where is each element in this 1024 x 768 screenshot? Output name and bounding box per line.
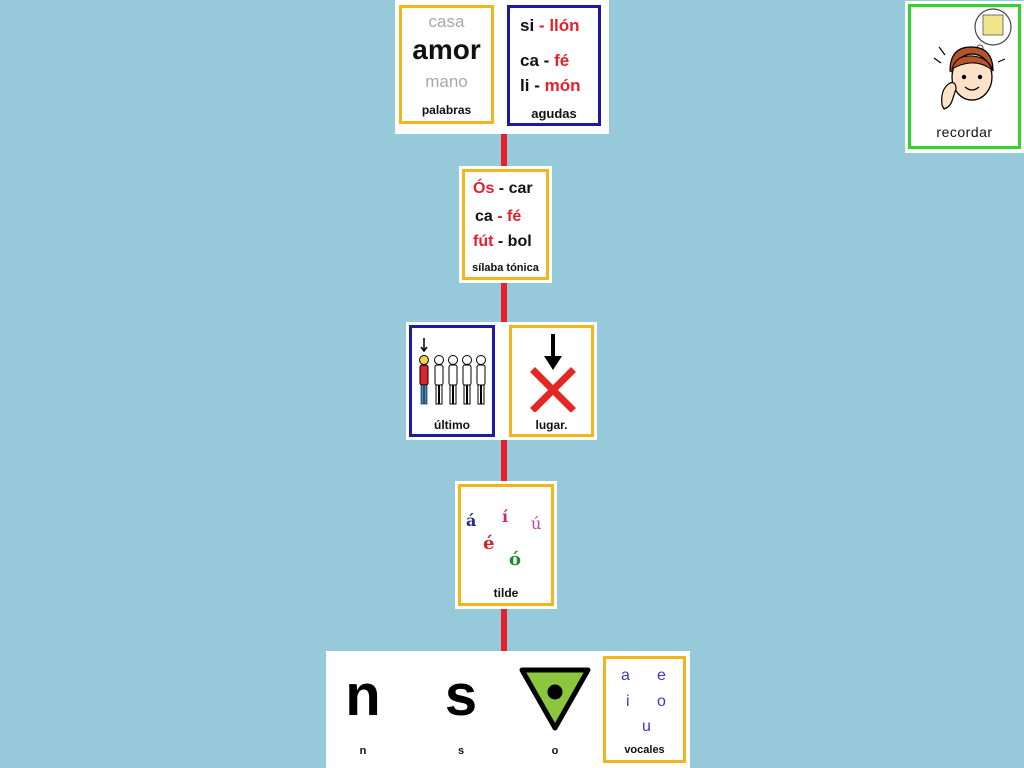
syllables-os-car: Ós - car xyxy=(473,180,533,197)
vowel-o: o xyxy=(657,693,666,710)
letter-s: s xyxy=(444,663,478,728)
letter-n: n xyxy=(345,663,381,728)
caption-tilde: tilde xyxy=(493,586,519,600)
word-amor: amor xyxy=(412,34,481,65)
green-triangle-dot-icon xyxy=(519,667,591,731)
vowel-e-accent: é xyxy=(483,533,495,554)
word-casa: casa xyxy=(428,12,465,31)
syllables-ca-fe-2: ca - fé xyxy=(475,208,522,225)
syllables-ca-fe: ca - fé xyxy=(520,51,570,70)
vowel-u: u xyxy=(642,718,651,735)
vowel-o-accent: ó xyxy=(509,549,522,570)
card-tilde[interactable]: á í ú é ó tilde xyxy=(458,484,554,606)
caption-recordar: recordar xyxy=(936,124,993,140)
card-ultimo[interactable]: último xyxy=(409,325,495,437)
card-lugar[interactable]: lugar. xyxy=(509,325,594,437)
vowel-a-accent: á xyxy=(466,511,477,530)
card-vocales[interactable]: a e i o u vocales xyxy=(603,656,686,763)
card-s[interactable]: s s xyxy=(425,652,497,766)
caption-ultimo: último xyxy=(434,418,470,432)
card-silaba-tonica[interactable]: Ós - car ca - fé fút - bol sílaba tónica xyxy=(462,169,549,280)
card-palabras[interactable]: casa amor mano palabras xyxy=(399,5,494,124)
card-agudas[interactable]: si - llón ca - fé li - món agudas xyxy=(507,5,601,126)
card-n[interactable]: n n xyxy=(327,652,399,766)
caption-o: o xyxy=(551,745,559,757)
queue-people-icon xyxy=(419,338,486,405)
caption-vocales: vocales xyxy=(624,744,665,756)
card-o[interactable]: o xyxy=(519,652,591,766)
caption-silaba-tonica: sílaba tónica xyxy=(472,262,539,274)
caption-n: n xyxy=(359,745,367,757)
syllables-fut-bol: fút - bol xyxy=(473,233,532,250)
thinking-person-icon xyxy=(933,8,1012,110)
recordar-button[interactable]: recordar xyxy=(908,4,1021,149)
vowel-u-accent: ú xyxy=(531,514,542,533)
syllables-si-llon: si - llón xyxy=(520,16,580,35)
vowel-a: a xyxy=(621,667,630,684)
caption-agudas: agudas xyxy=(531,106,577,121)
vowel-i-accent: í xyxy=(502,507,509,526)
vowel-i: i xyxy=(626,693,630,710)
vowel-e: e xyxy=(657,667,666,684)
place-marker-icon xyxy=(530,334,576,412)
caption-palabras: palabras xyxy=(421,103,472,117)
caption-lugar: lugar. xyxy=(535,418,568,432)
syllables-li-mon: li - món xyxy=(520,76,581,95)
caption-s: s xyxy=(457,745,465,757)
word-mano: mano xyxy=(425,72,468,91)
